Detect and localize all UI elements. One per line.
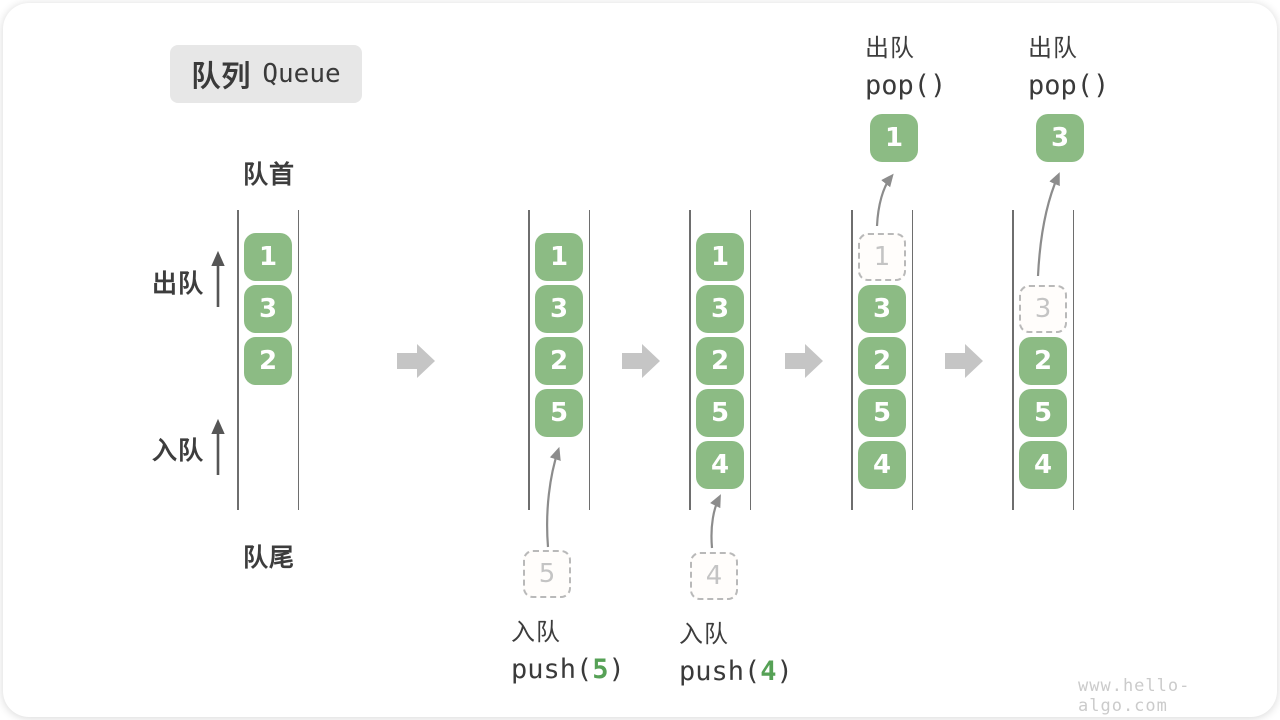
queue-wall-line	[749, 210, 751, 510]
dequeue-header: 出队 pop()	[865, 28, 946, 101]
queue-wall-line	[1072, 210, 1074, 510]
queue-cell: 5	[858, 389, 906, 437]
push-argument: 4	[760, 656, 777, 687]
enqueue-caption: 入队 push(4)	[679, 614, 793, 687]
queue-cell: 1	[696, 233, 744, 281]
title-en: Queue	[262, 59, 341, 89]
popped-value-cell: 1	[870, 114, 918, 162]
queue-cell: 4	[1019, 441, 1067, 489]
queue-cell: 4	[696, 441, 744, 489]
enqueue-caption-code: push(4)	[679, 656, 793, 687]
queue-cell: 2	[696, 337, 744, 385]
queue-cell: 1	[244, 233, 292, 281]
queue-cell: 2	[535, 337, 583, 385]
dequeue-header-zh: 出队	[1028, 35, 1078, 62]
queue-cell: 4	[858, 441, 906, 489]
queue-cell: 2	[244, 337, 292, 385]
enqueue-caption: 入队 push(5)	[511, 612, 625, 685]
queue-wall-line	[911, 210, 913, 510]
queue-cell: 3	[696, 285, 744, 333]
dequeue-header: 出队 pop()	[1028, 28, 1109, 101]
enqueue-side-label: 入队	[152, 437, 205, 465]
figure-title: 队列 Queue	[170, 45, 362, 103]
pending-value-cell: 4	[690, 552, 738, 600]
pending-value-cell: 5	[523, 550, 571, 598]
queue-cell: 5	[696, 389, 744, 437]
queue-front-label: 队首	[242, 161, 295, 189]
queue-cell: 3	[244, 285, 292, 333]
queue-wall-line	[237, 210, 239, 510]
queue-wall-line	[1012, 210, 1014, 510]
enqueue-caption-zh: 入队	[679, 621, 729, 648]
dequeue-header-code: pop()	[1028, 70, 1110, 101]
queue-cell: 3	[535, 285, 583, 333]
enqueue-caption-zh: 入队	[511, 619, 561, 646]
queue-cell: 5	[535, 389, 583, 437]
figure-canvas	[3, 3, 1277, 717]
queue-wall-line	[851, 210, 853, 510]
queue-cell-dashed: 3	[1019, 285, 1067, 333]
queue-wall-line	[689, 210, 691, 510]
queue-cell: 3	[858, 285, 906, 333]
dequeue-header-code: pop()	[865, 70, 947, 101]
queue-rear-label: 队尾	[242, 544, 295, 572]
watermark: www.hello-algo.com	[1078, 676, 1191, 716]
enqueue-caption-code: push(5)	[511, 654, 625, 685]
queue-cell: 2	[858, 337, 906, 385]
queue-cell: 5	[1019, 389, 1067, 437]
queue-wall-line	[588, 210, 590, 510]
push-argument: 5	[592, 654, 609, 685]
queue-wall-line	[528, 210, 530, 510]
title-zh: 队列	[191, 61, 252, 93]
queue-wall-line	[297, 210, 299, 510]
queue-cell: 2	[1019, 337, 1067, 385]
popped-value-cell: 3	[1036, 114, 1084, 162]
queue-cell-dashed: 1	[858, 233, 906, 281]
dequeue-side-label: 出队	[152, 270, 205, 298]
dequeue-header-zh: 出队	[865, 35, 915, 62]
queue-cell: 1	[535, 233, 583, 281]
